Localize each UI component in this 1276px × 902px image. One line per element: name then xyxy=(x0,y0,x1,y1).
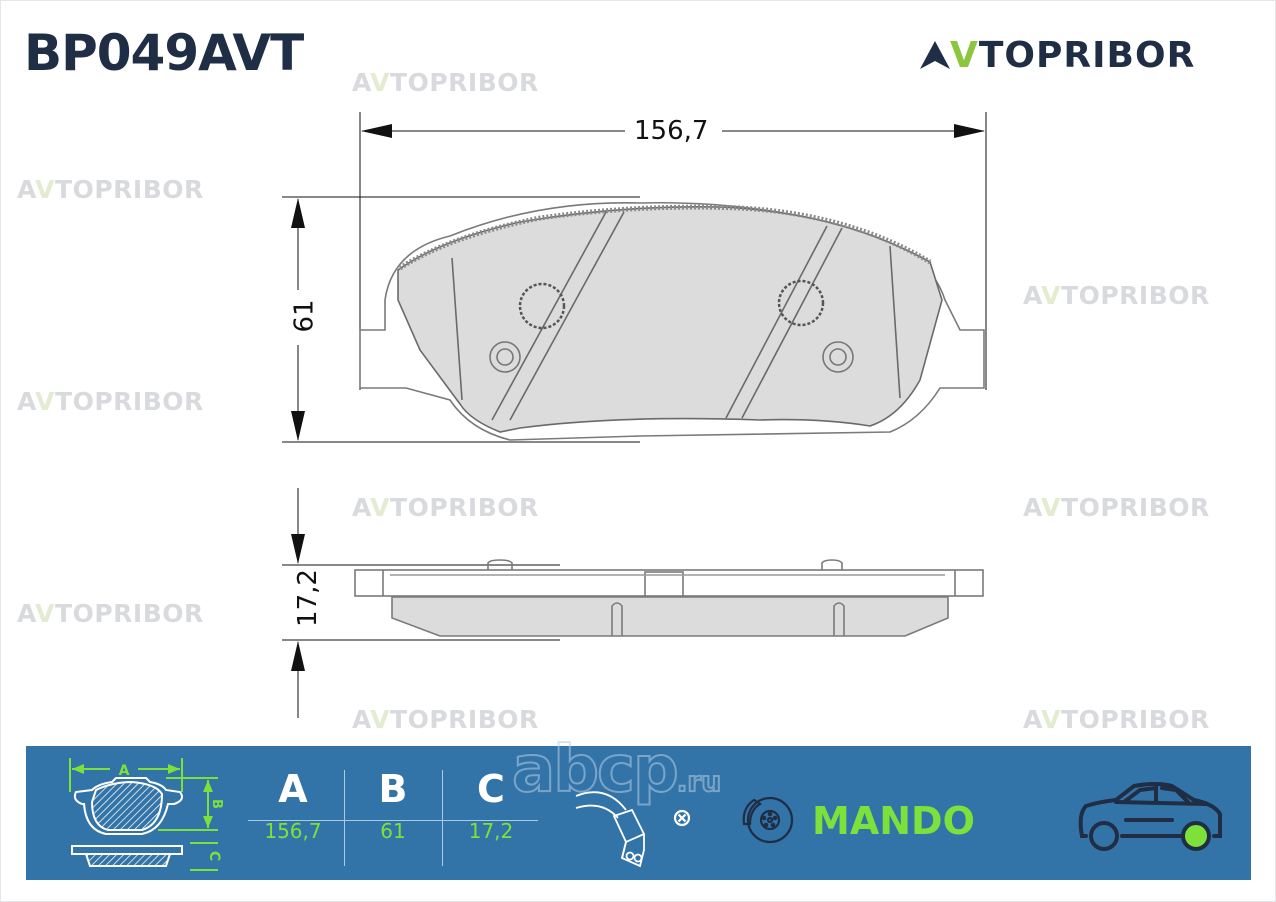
spec-header-b: B xyxy=(378,767,408,811)
pad-dimension-schematic-icon: A B C xyxy=(69,758,224,871)
spec-table-divider-h xyxy=(248,820,538,821)
thickness-dimension xyxy=(282,488,560,718)
wear-sensor-not-included-icon xyxy=(575,791,691,868)
spec-value-a: 156,7 xyxy=(264,819,322,843)
brake-pad-drawing xyxy=(282,112,987,718)
height-dimension xyxy=(282,196,640,443)
spec-header-a: A xyxy=(278,767,308,811)
abcp-watermark: abcp.ru xyxy=(511,733,722,807)
height-dimension-label: 61 xyxy=(289,299,320,333)
svg-text:C: C xyxy=(206,851,222,861)
spec-table-divider-v xyxy=(442,770,443,866)
brake-disc-icon xyxy=(742,796,794,844)
spec-value-c: 17,2 xyxy=(468,819,514,843)
svg-text:A: A xyxy=(119,763,130,779)
pad-front-view xyxy=(359,201,985,441)
part-number-title: BP049AVT xyxy=(24,24,304,82)
car-rear-axle-icon xyxy=(1078,782,1222,851)
spec-header-c: C xyxy=(477,767,505,811)
oem-brand-label: MANDO xyxy=(812,799,975,843)
logo-a-icon xyxy=(920,41,950,69)
width-dimension-label: 156,7 xyxy=(630,118,713,144)
avtopribor-logo: VTOPRIBOR xyxy=(920,38,1195,74)
thickness-dimension-label: 17,2 xyxy=(292,569,323,627)
svg-text:B: B xyxy=(209,799,224,809)
pad-side-view xyxy=(354,559,984,637)
spec-value-b: 61 xyxy=(380,819,406,843)
spec-table-divider-v xyxy=(344,770,345,866)
spec-banner: A B C A B C 156,7 61 17,2 xyxy=(26,746,1251,880)
